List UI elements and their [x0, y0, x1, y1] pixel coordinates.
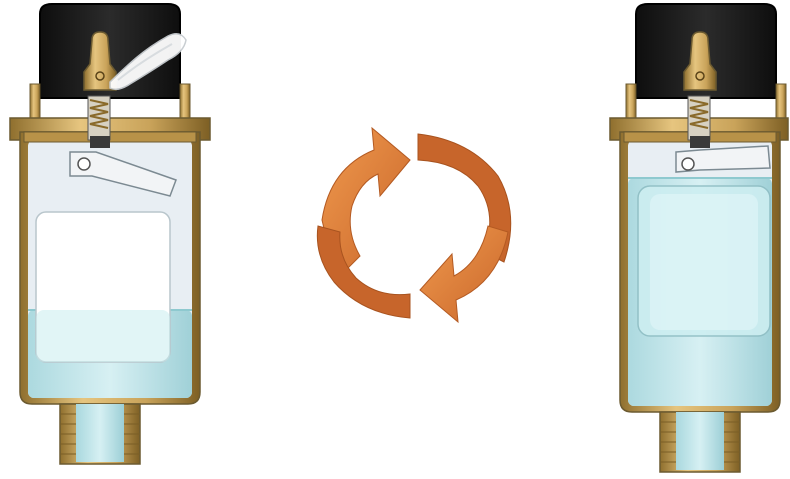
left-air-vent	[10, 4, 210, 464]
cycle-arrow-lower	[420, 226, 508, 322]
cycle-arrows-icon	[317, 128, 510, 322]
cycle-arrow-left-arc	[317, 226, 410, 318]
right-air-vent	[610, 4, 788, 472]
